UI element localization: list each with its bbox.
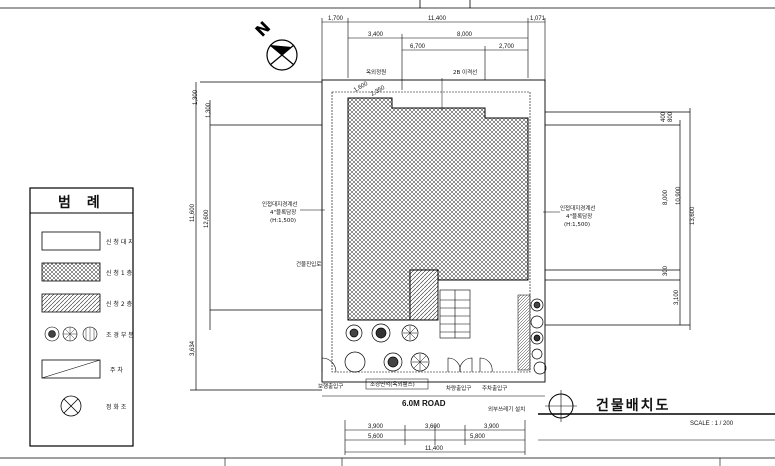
entrance-left-label: 보행출입구 xyxy=(318,382,343,390)
entrance-right-label: 주차출입구 xyxy=(482,384,507,392)
legend-label-site: 신 청 대 지 xyxy=(106,238,134,246)
dim-top-sub-1: 3,400 xyxy=(368,32,384,38)
legend-label-parking: 주 차 xyxy=(110,366,123,374)
bottom-frame xyxy=(224,458,721,466)
dim-mid-small: 1,600 xyxy=(353,81,370,94)
building-1f xyxy=(409,269,439,321)
dim-top-1: 1,700 xyxy=(328,16,344,22)
legend-label-1f: 신 청 1 층 xyxy=(106,269,133,277)
right-neighbor-label-3: (H:1,500) xyxy=(564,222,590,228)
dim-top-3: 1,071 xyxy=(530,16,546,22)
legend: 범례 신 청 대 지 신 청 1 층 신 청 2 층 조 경 부 분 주 차 정… xyxy=(29,187,134,447)
legend-label-2f: 신 청 2 층 xyxy=(106,300,133,308)
landscape-label-box xyxy=(365,378,429,390)
drawing-scale: SCALE : 1 / 200 xyxy=(690,421,734,427)
dim-bottom-4: 5,600 xyxy=(368,434,384,440)
stairs xyxy=(439,289,471,339)
north-arrow: N xyxy=(251,18,298,71)
legend-swatch-landscape xyxy=(44,326,98,342)
dim-top-sub-2: 8,000 xyxy=(457,32,473,38)
dim-top-sub-3: 6,700 xyxy=(410,44,426,50)
dim-bottom-6: 11,400 xyxy=(425,446,444,452)
legend-label-landscape: 조 경 부 분 xyxy=(106,332,134,339)
road-label: 6.0M ROAD xyxy=(402,399,446,408)
dim-bottom-2: 3,600 xyxy=(425,424,441,430)
gates xyxy=(321,357,493,373)
dim-right-4: 10,900 xyxy=(676,186,682,205)
top-note: 2B 이격선 xyxy=(453,68,477,76)
landscape-label: 조경면적(옥외휀스) xyxy=(370,380,415,388)
right-neighbor-lines xyxy=(545,108,691,330)
left-neighbor-label-3: (H:1,500) xyxy=(270,218,296,224)
legend-swatch-parking xyxy=(41,359,101,379)
dim-mid-small-2: 2,350 xyxy=(370,85,387,98)
legend-swatch-1f xyxy=(41,262,101,282)
small-top-label: 옥외정원 xyxy=(366,68,386,76)
dim-right-5: 13,600 xyxy=(690,206,696,225)
entrance-mid-label: 차량출입구 xyxy=(446,384,471,392)
top-dimensions xyxy=(321,18,546,90)
right-neighbor-label: 인접대지경계선 xyxy=(560,204,595,212)
legend-title: 범례 xyxy=(58,195,116,211)
north-label: N xyxy=(251,18,274,41)
dim-top-sub-4: 2,700 xyxy=(499,44,515,50)
legend-label-septic: 정 화 조 xyxy=(106,404,127,411)
dim-right-6: 300 xyxy=(663,265,669,276)
dim-bottom-5: 5,800 xyxy=(470,434,486,440)
title-block: 건물배치도 SCALE : 1 / 200 xyxy=(538,390,775,441)
dim-right-7: 3,100 xyxy=(674,289,680,305)
legend-swatch-septic xyxy=(60,395,82,417)
drawing-title: 건물배치도 xyxy=(596,397,670,414)
left-neighbor-label: 인접대지경계선 xyxy=(262,200,297,208)
dim-left-4: 12,600 xyxy=(204,209,210,228)
inner-boundary xyxy=(331,91,531,373)
dim-left-2: 1,300 xyxy=(206,102,212,118)
bottom-dimensions xyxy=(344,420,526,455)
dim-left-1: 1,300 xyxy=(193,89,199,105)
dim-right-1: 400 xyxy=(661,111,667,122)
dim-left-3: 11,600 xyxy=(190,203,196,222)
right-neighbor-label-2: 4"블록담장 xyxy=(566,213,592,220)
dim-top-2: 11,400 xyxy=(428,16,447,22)
left-neighbor-lines xyxy=(190,81,322,391)
dim-right-3: 8,000 xyxy=(663,189,669,205)
dim-bottom-3: 3,900 xyxy=(484,424,500,430)
left-neighbor-label-2: 4"블록담장 xyxy=(270,209,296,216)
legend-swatch-site xyxy=(41,231,101,251)
legend-swatch-2f xyxy=(41,293,101,313)
bottom-note: 외부쓰레기 설치 xyxy=(488,405,525,413)
site-boundary xyxy=(321,79,546,383)
dim-left-5: 3,634 xyxy=(190,340,196,356)
dim-right-2: 800 xyxy=(668,111,674,122)
trees xyxy=(344,298,547,375)
small-left-label: 건물진입로 xyxy=(296,260,321,268)
dim-bottom-1: 3,900 xyxy=(368,424,384,430)
landscape-strip xyxy=(517,294,531,371)
